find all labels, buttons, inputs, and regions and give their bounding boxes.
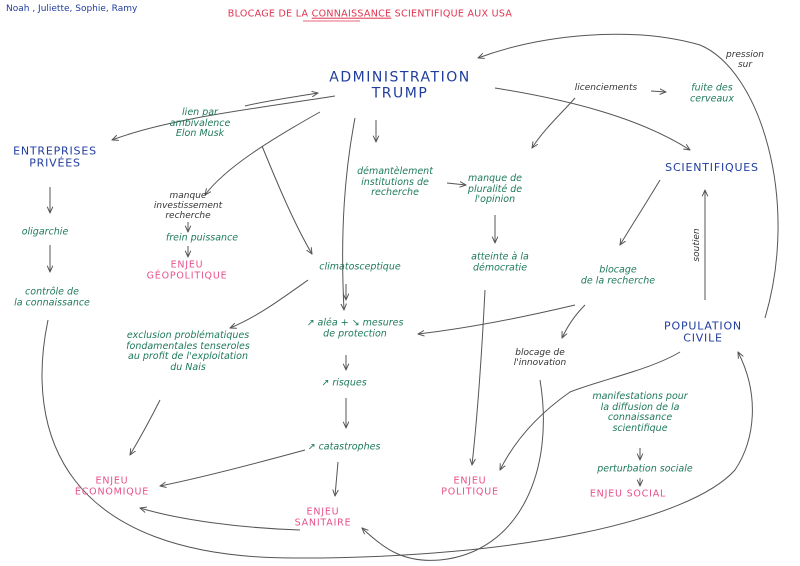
node-pression-sur: pression sur (725, 49, 765, 70)
node-demantelement: démantèlement institutions de recherche (357, 166, 433, 199)
arrow-lien-to-admin (244, 93, 318, 107)
arrow-innovation-to-sanitaire (362, 379, 544, 561)
node-climatosceptique: climatosceptique (319, 261, 401, 273)
node-soutien: soutien (691, 228, 702, 262)
node-manifestations: manifestations pour la diffusion de la c… (592, 390, 688, 434)
arrow-sanitaire-to-eco (140, 508, 301, 531)
arrow-licenciements-to-fuite (650, 91, 666, 92)
enjeu-economique: ENJEU ÉCONOMIQUE (74, 475, 150, 497)
enjeu-geopolitique: ENJEU GÉOPOLITIQUE (146, 259, 228, 281)
arrow-catastrophes-to-sanitaire (335, 461, 338, 496)
node-fuite-cerveaux: fuite des cerveaux (690, 82, 734, 104)
arrow-licenciements-to-manque (532, 97, 576, 148)
connector-arrows (41, 33, 779, 561)
node-atteinte-democratie: atteinte à la démocratie (471, 251, 529, 273)
authors: Noah , Juliette, Sophie, Ramy (6, 4, 138, 14)
node-risques: ↗ risques (321, 377, 367, 389)
arrow-admin-to-scientifiques (494, 87, 690, 150)
node-controle-connaissance: contrôle de la connaissance (14, 286, 90, 308)
node-perturbation-sociale: perturbation sociale (597, 463, 693, 475)
node-licenciements: licenciements (574, 82, 638, 93)
node-administration-trump: ADMINISTRATION TRUMP (329, 69, 471, 101)
arrow-controle-loop-to-population (41, 319, 753, 559)
node-catastrophes: ↗ catastrophes (307, 441, 381, 453)
node-blocage-recherche: blocage de la recherche (580, 264, 656, 286)
node-oligarchie: oligarchie (21, 226, 69, 238)
arrow-population-to-admin (478, 33, 779, 319)
node-alea-mesures: ↗ aléa + ↘ mesures de protection (306, 317, 404, 339)
arrow-demantelement-to-manque (446, 183, 466, 185)
enjeu-politique: ENJEU POLITIQUE (441, 475, 499, 497)
arrow-population-to-politique (500, 351, 681, 470)
arrow-scientifiques-to-blocage (620, 179, 661, 245)
arrow-exclusion-to-eco (130, 399, 161, 455)
arrow-admin-to-alea (343, 117, 356, 310)
enjeu-sanitaire: ENJEU SANITAIRE (294, 506, 352, 528)
node-exclusion-problematiques: exclusion problématiques fondamentales t… (126, 329, 250, 373)
arrow-blocage-to-innovation (562, 304, 586, 338)
enjeu-social: ENJEU SOCIAL (589, 488, 667, 500)
arrow-admin-to-manque-invest (205, 111, 321, 195)
arrow-catastrophes-to-eco (160, 449, 306, 486)
node-blocage-innovation: blocage de l'innovation (513, 347, 567, 368)
node-population-civile: POPULATION CIVILE (664, 319, 742, 345)
node-scientifiques: SCIENTIFIQUES (665, 160, 759, 174)
node-entreprises-privees: ENTREPRISES PRIVÉES (13, 144, 97, 170)
node-lien-elon-musk: lien par ambivalence Elon Musk (169, 107, 231, 140)
arrow-admin-to-entreprises (112, 95, 336, 140)
node-manque-pluralite: manque de pluralité de l'opinion (467, 173, 523, 206)
node-manque-investissement: manque investissement recherche (153, 190, 223, 222)
arrow-blocage-to-alea (418, 304, 576, 334)
arrow-climato-to-exclusion (230, 279, 309, 328)
node-frein-puissance: frein puissance (165, 232, 239, 244)
page-title: BLOCAGE DE LA CONNAISSANCE SCIENTIFIQUE … (227, 8, 513, 20)
arrow-atteinte-to-politique (472, 289, 486, 465)
arrow-admin-to-climato (261, 145, 312, 254)
